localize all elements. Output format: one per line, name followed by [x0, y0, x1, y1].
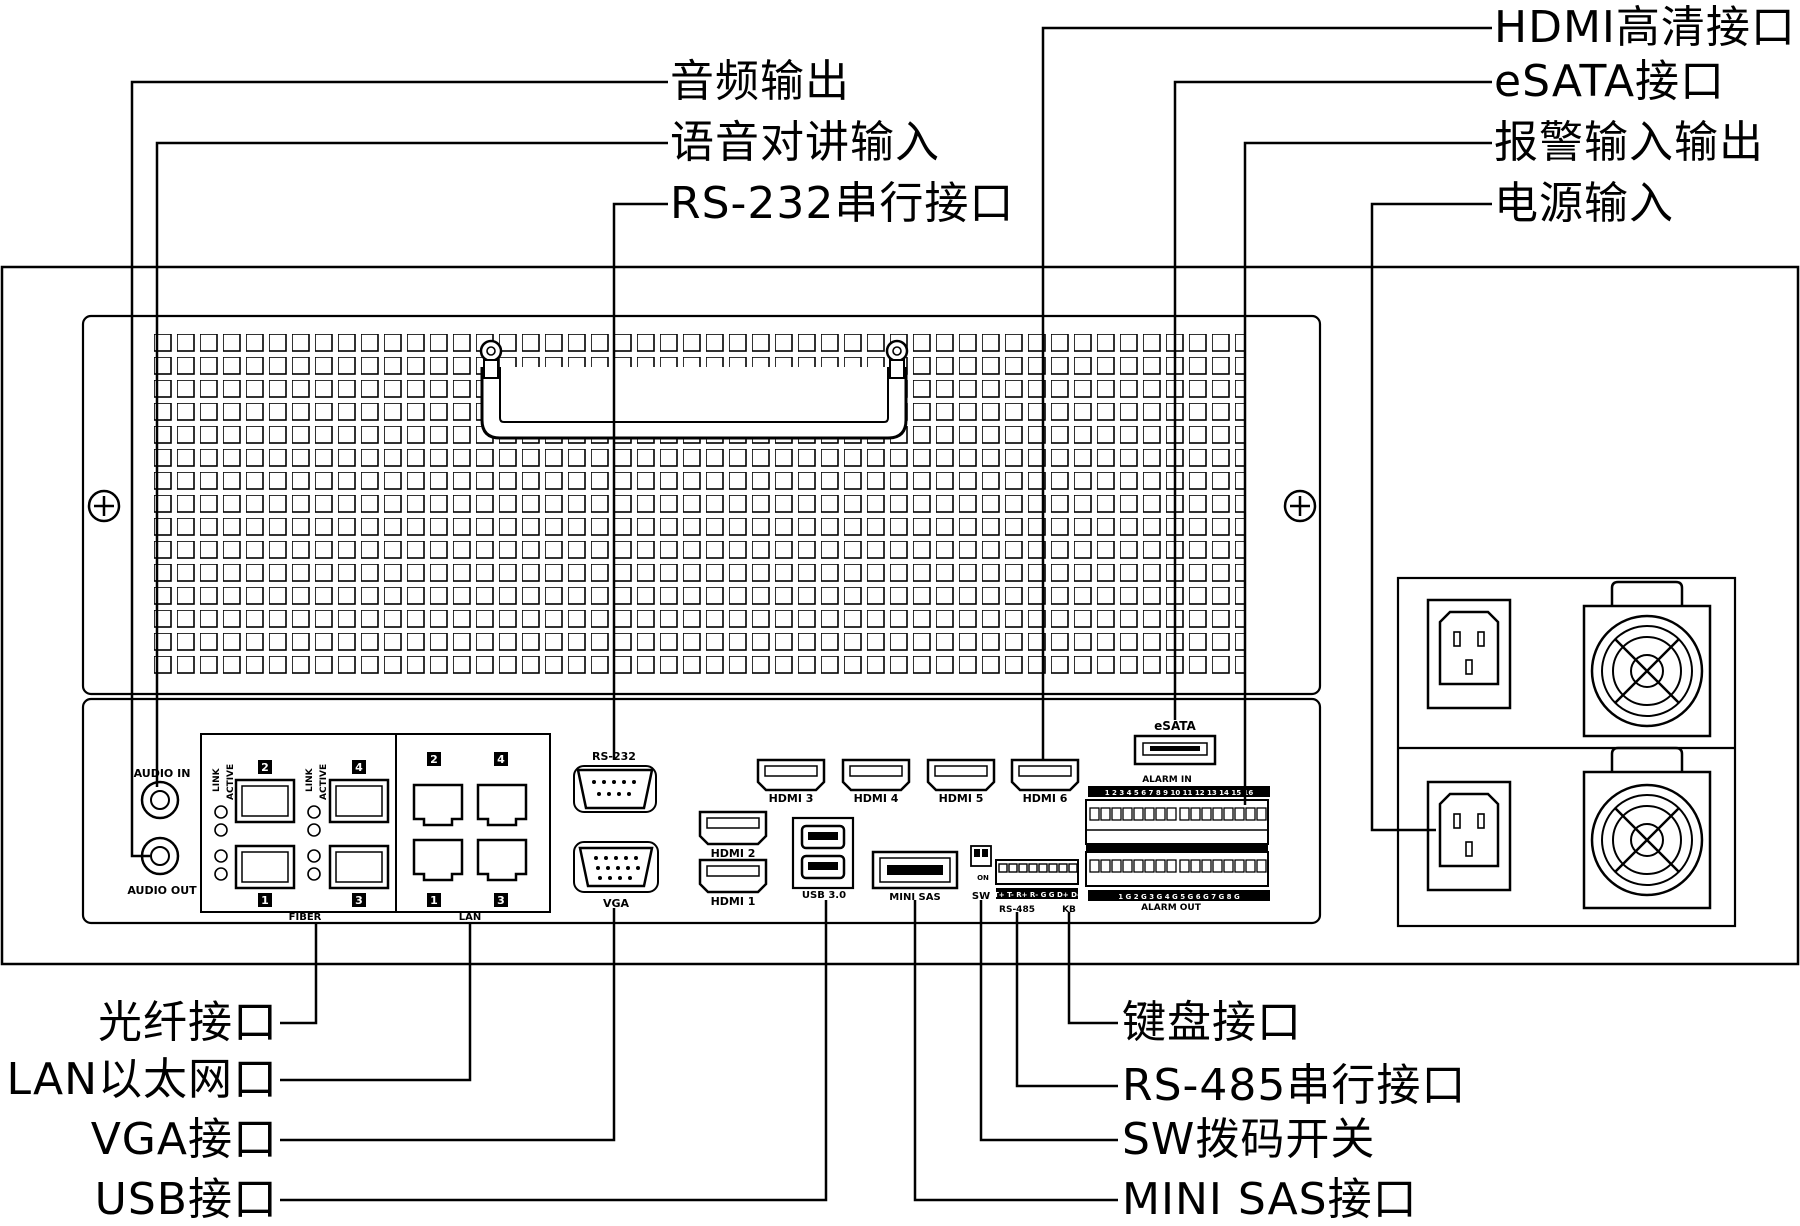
- fiber-label: FIBER: [289, 912, 322, 923]
- alarm-in-numbers: 1 2 3 4 5 6 7 8 9 10 11 12 13 14 15 16: [1105, 789, 1254, 797]
- audio-in-label: AUDIO IN: [134, 767, 191, 780]
- sw-dip-switch: ON SW: [970, 845, 992, 902]
- hdmi-5-label: HDMI 5: [939, 792, 984, 805]
- port-number: 3: [355, 894, 363, 907]
- audio-out-label: AUDIO OUT: [127, 884, 197, 897]
- rs485-pins-label: T+ T- R+ R- G G D+ D-: [994, 891, 1080, 899]
- hdmi-6-label: HDMI 6: [1023, 792, 1068, 805]
- port-number: 4: [355, 761, 363, 774]
- link-label: LINK: [305, 767, 315, 792]
- audio-jacks: AUDIO IN AUDIO OUT: [127, 767, 197, 897]
- kb-label: KB: [1062, 905, 1076, 915]
- fiber-lan-block: LINK ACTIVE LINK ACTIVE 2 4 1 3 2 4 1 3 …: [200, 733, 551, 923]
- esata-label: eSATA: [1154, 719, 1196, 733]
- handle: [479, 339, 909, 440]
- lan-label: LAN: [459, 912, 481, 923]
- port-number: 1: [430, 894, 438, 907]
- minisas-port: MINI SAS: [871, 850, 959, 903]
- port-number: 3: [497, 894, 505, 907]
- callout-rs232: RS-232串行接口: [670, 178, 1015, 229]
- power-supplies: [1396, 576, 1737, 928]
- callout-vga: VGA接口: [90, 1114, 278, 1165]
- hdmi-4-label: HDMI 4: [854, 792, 899, 805]
- active-label: ACTIVE: [226, 764, 236, 800]
- callout-audio-out: 音频输出: [670, 56, 850, 107]
- port-number: 1: [261, 894, 269, 907]
- hdmi-3-label: HDMI 3: [769, 792, 814, 805]
- sw-on-label: ON: [977, 874, 989, 882]
- alarm-terminals: ALARM IN 1 2 3 4 5 6 7 8 9 10 11 12 13 1…: [1085, 775, 1270, 913]
- callout-rs485: RS-485串行接口: [1122, 1060, 1467, 1111]
- usb-label: USB 3.0: [802, 890, 846, 901]
- sw-label: SW: [972, 891, 990, 902]
- callout-esata: eSATA接口: [1494, 56, 1726, 107]
- hdmi-2-label: HDMI 2: [711, 847, 756, 860]
- alarm-in-label: ALARM IN: [1142, 775, 1192, 785]
- esata-port: eSATA: [1133, 719, 1217, 766]
- callout-fiber: 光纤接口: [98, 997, 278, 1048]
- usb-ports: USB 3.0: [791, 816, 855, 901]
- rs485-label: RS-485: [999, 905, 1035, 915]
- port-number: 4: [497, 753, 505, 766]
- leader-lines: [130, 26, 1492, 1202]
- callout-audio-in: 语音对讲输入: [670, 117, 940, 168]
- callout-minisas: MINI SAS接口: [1122, 1174, 1418, 1225]
- vga-label: VGA: [603, 897, 630, 910]
- hdmi-1-label: HDMI 1: [711, 895, 756, 908]
- callout-usb: USB接口: [94, 1174, 278, 1225]
- rs485-kb-terminal: T+ T- R+ R- G G D+ D- RS-485 KB: [994, 859, 1080, 915]
- callout-keyboard: 键盘接口: [1122, 997, 1302, 1048]
- callout-hdmi: HDMI高清接口: [1494, 2, 1796, 53]
- callout-lan: LAN以太网口: [6, 1054, 278, 1105]
- minisas-label: MINI SAS: [889, 892, 940, 903]
- callout-sw: SW拨码开关: [1122, 1114, 1376, 1165]
- callout-power: 电源输入: [1494, 178, 1674, 229]
- alarm-out-numbers: 1 G 2 G 3 G 4 G 5 G 6 G 7 G 8 G: [1118, 893, 1240, 901]
- active-label: ACTIVE: [319, 764, 329, 800]
- link-label: LINK: [212, 767, 222, 792]
- alarm-out-label: ALARM OUT: [1141, 903, 1202, 913]
- port-number: 2: [261, 761, 269, 774]
- hdmi-ports: HDMI 2 HDMI 1 HDMI 3 HDMI 4 HDMI 5 HDMI …: [698, 758, 1080, 908]
- callout-alarm: 报警输入输出: [1494, 117, 1764, 168]
- port-number: 2: [430, 753, 438, 766]
